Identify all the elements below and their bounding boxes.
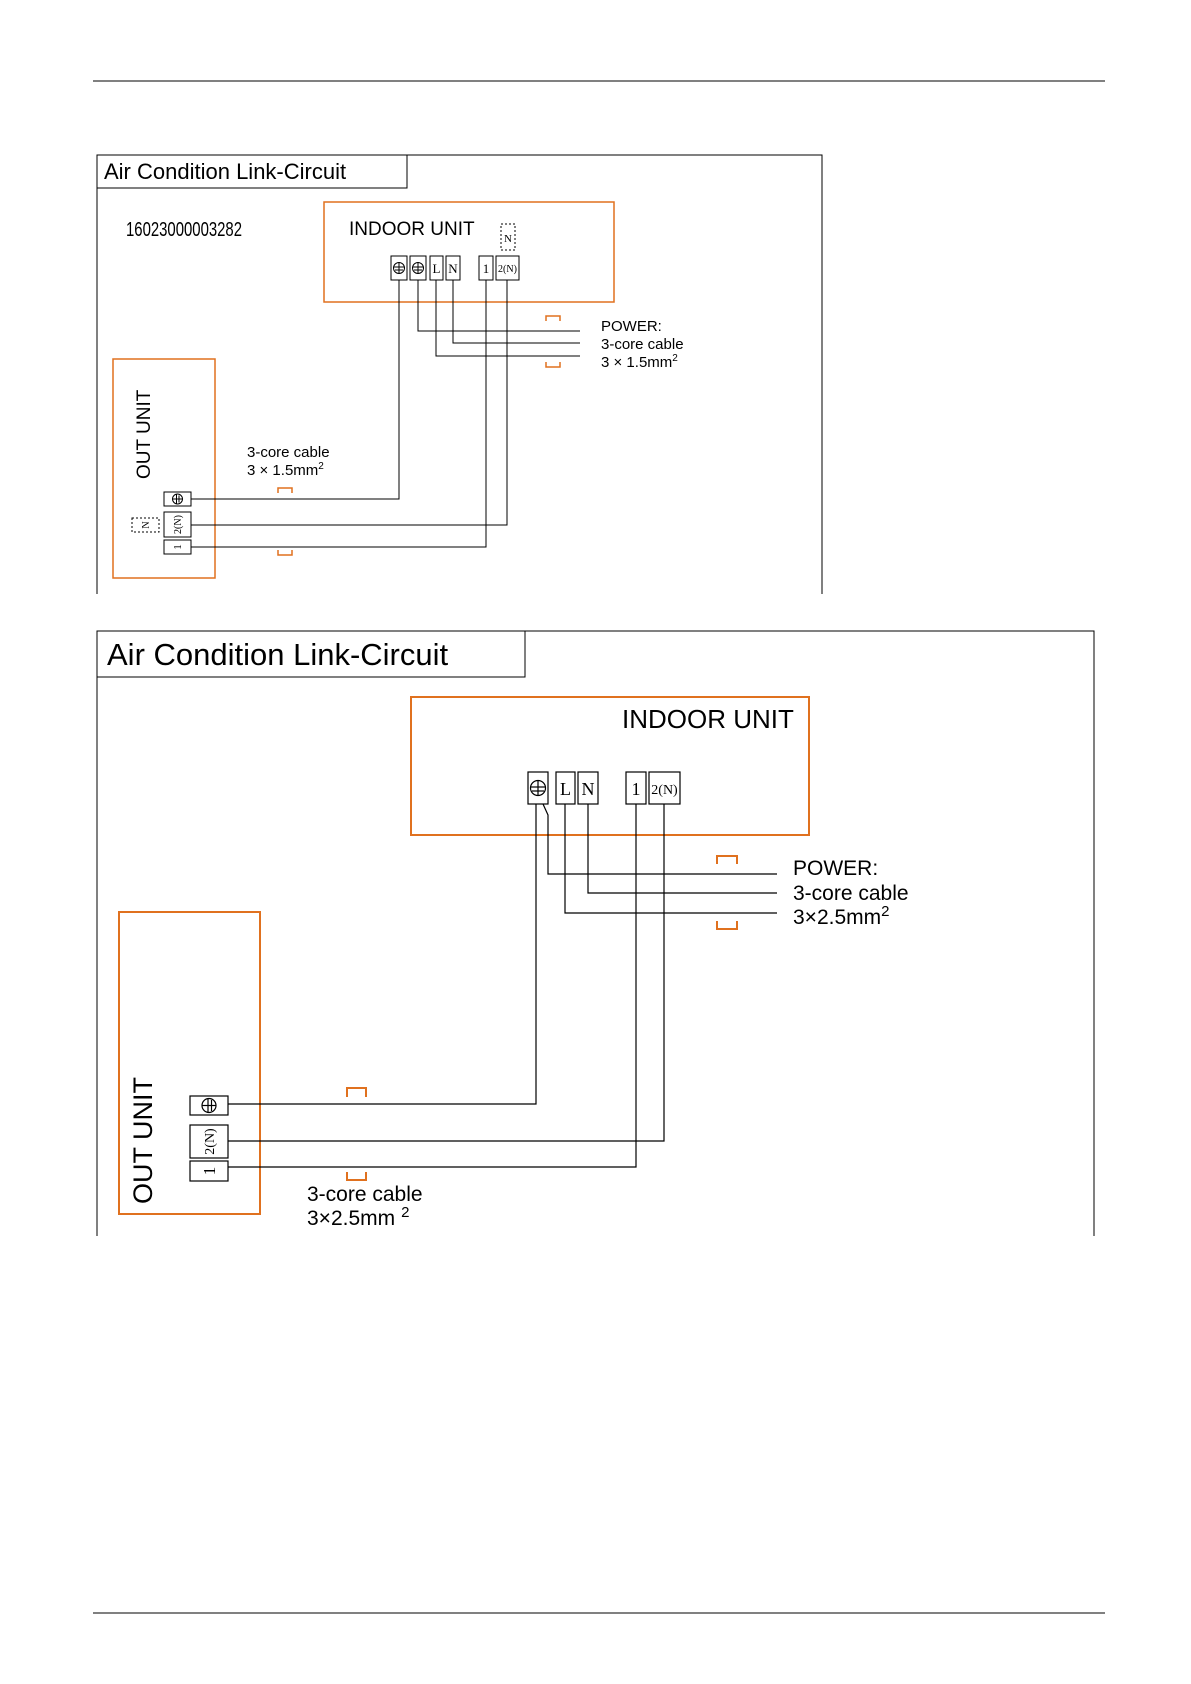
power-wire-n xyxy=(588,804,777,893)
indoor-unit-label: INDOOR UNIT xyxy=(349,219,475,240)
out-cable-bracket-bottom xyxy=(347,1172,366,1180)
power-cable-size: 3×2.5mm2 xyxy=(793,903,889,929)
out-cable-type: 3-core cable xyxy=(247,444,330,461)
power-wire-ground xyxy=(418,280,580,331)
part-number: 16023000003282 xyxy=(126,219,242,241)
power-wire-l xyxy=(436,280,580,356)
ground-icon xyxy=(413,263,424,274)
power-label: POWER: xyxy=(601,318,662,335)
out-terminal-1-label: 1 xyxy=(172,544,184,550)
diagram-2: Air Condition Link-Circuit INDOOR UNIT L… xyxy=(97,631,1094,1236)
diagram-1: Air Condition Link-Circuit 1602300000328… xyxy=(97,155,822,594)
out-unit-label: OUT UNIT xyxy=(134,389,155,479)
indoor-terminal-l-label: L xyxy=(433,261,441,276)
indoor-terminal-n-label: N xyxy=(582,779,595,799)
indoor-terminal-l-label: L xyxy=(560,779,571,799)
indoor-unit-label: INDOOR UNIT xyxy=(622,704,794,734)
out-terminal-2n-label: 2(N) xyxy=(203,1128,218,1155)
indoor-terminal-1-label: 1 xyxy=(483,261,490,276)
power-cable-type: 3-core cable xyxy=(793,882,909,905)
power-cable-size: 3 × 1.5mm2 xyxy=(601,353,678,371)
indoor-terminal-2n-label: 2(N) xyxy=(498,264,517,275)
power-cable-type: 3-core cable xyxy=(601,336,684,353)
link-wire-ground xyxy=(228,804,536,1104)
out-terminal-1-label: 1 xyxy=(200,1167,219,1176)
link-wire-2n xyxy=(191,280,507,525)
diagram-2-frame xyxy=(97,631,1094,1236)
out-cable-size: 3 × 1.5mm2 xyxy=(247,461,324,479)
power-cable-bracket-top xyxy=(717,856,737,864)
link-wire-2n xyxy=(228,804,664,1141)
indoor-terminal-2n-label: 2(N) xyxy=(651,783,678,798)
diagram-2-title: Air Condition Link-Circuit xyxy=(107,637,449,672)
diagram-1-title: Air Condition Link-Circuit xyxy=(104,159,346,184)
out-cable-bracket-top xyxy=(347,1088,366,1097)
power-wire-l xyxy=(565,804,777,913)
ground-icon xyxy=(394,263,405,274)
indoor-aux-n-label: N xyxy=(504,233,512,245)
indoor-terminal-n-label: N xyxy=(448,261,458,276)
power-cable-bracket-bottom xyxy=(717,921,737,929)
link-wire-1 xyxy=(228,804,636,1167)
out-cable-bracket-bottom xyxy=(278,550,292,555)
out-cable-type: 3-core cable xyxy=(307,1183,423,1206)
link-wire-1 xyxy=(191,280,486,547)
out-aux-n-label: N xyxy=(141,521,152,528)
power-cable-bracket-top xyxy=(546,316,560,321)
out-terminal-2n-label: 2(N) xyxy=(173,515,184,534)
ground-icon xyxy=(173,494,183,504)
indoor-terminal-1-label: 1 xyxy=(632,779,641,799)
ground-icon xyxy=(202,1099,216,1113)
out-unit-label: OUT UNIT xyxy=(128,1077,158,1204)
ground-icon xyxy=(531,781,546,796)
power-cable-bracket-bottom xyxy=(546,362,560,367)
indoor-unit-box xyxy=(324,202,614,302)
out-cable-bracket-top xyxy=(278,488,292,493)
power-label: POWER: xyxy=(793,857,878,880)
power-wire-ground xyxy=(543,804,777,874)
power-wire-n xyxy=(453,280,580,343)
